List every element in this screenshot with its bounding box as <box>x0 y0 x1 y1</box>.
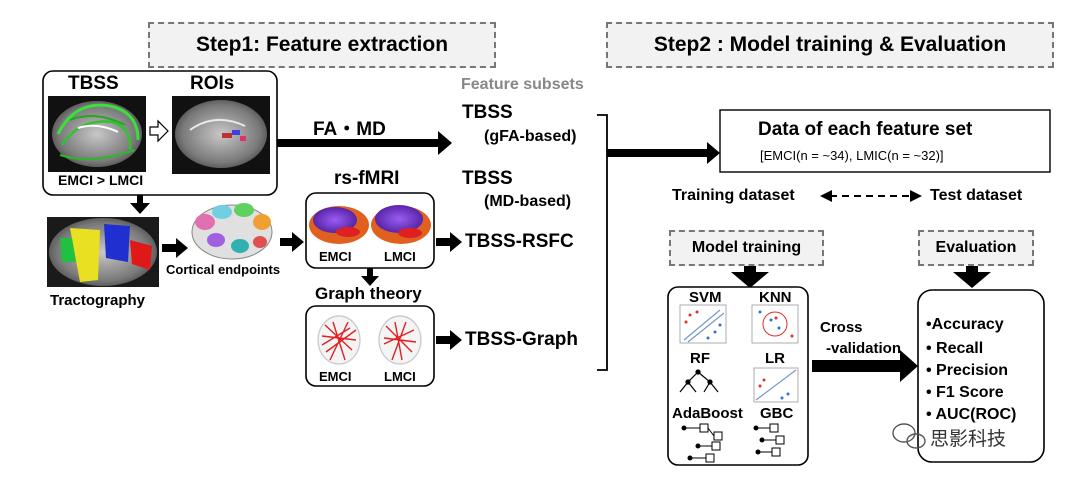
feature-gfa-main: TBSS <box>462 102 513 123</box>
tbss-image <box>48 96 146 172</box>
arrow-bracket-data <box>607 142 720 164</box>
cross-label-1: Cross <box>820 319 863 336</box>
evaluation-label: Evaluation <box>935 239 1017 256</box>
open-arrow <box>149 119 169 143</box>
rsfmri-brain-lmci <box>371 205 431 244</box>
metric-f1: • F1 Score <box>926 384 1004 401</box>
cortical-label: Cortical endpoints <box>166 262 281 277</box>
watermark-text: 思影科技 <box>930 428 1007 450</box>
knn-plot <box>751 304 799 344</box>
wechat-icon <box>892 423 926 449</box>
model-knn: KNN <box>759 289 792 306</box>
step1-title: Step1: Feature extraction <box>195 33 449 56</box>
test-dataset-label: Test dataset <box>930 187 1023 204</box>
fa-md-label: FA・MD <box>313 119 386 140</box>
metric-recall: • Recall <box>926 340 984 357</box>
model-lr: LR <box>765 350 785 367</box>
metric-auc: • AUC(ROC) <box>926 406 1017 423</box>
model-rf: RF <box>690 350 710 367</box>
arrow-down-tract <box>130 195 150 214</box>
model-adaboost: AdaBoost <box>672 405 743 422</box>
tbss-label: TBSS <box>68 73 119 94</box>
step2-header: Step2 : Model training & Evaluation <box>606 22 1054 68</box>
svm-plot <box>679 304 727 344</box>
model-training-label: Model training <box>691 239 802 256</box>
feature-subsets-title: Feature subsets <box>461 76 584 93</box>
arrow-graph-tbssgraph <box>436 330 462 350</box>
gbc-chain <box>753 423 785 457</box>
feature-rsfc: TBSS-RSFC <box>465 231 574 252</box>
rsfmri-title: rs-fMRI <box>334 168 400 189</box>
rsfmri-lmci-label: LMCI <box>384 249 416 264</box>
rois-image <box>172 96 270 174</box>
arrow-fa-md <box>277 131 452 155</box>
arrow-rsfmri-rsfc <box>436 232 462 252</box>
training-dataset-label: Training dataset <box>672 187 795 204</box>
model-gbc: GBC <box>760 405 794 422</box>
data-box-title: Data of each feature set <box>758 119 973 140</box>
data-box-subtitle: [EMCI(n = ~34), LMIC(n = ~32)] <box>760 148 944 163</box>
metric-accuracy: •Accuracy <box>926 316 1004 333</box>
model-svm: SVM <box>689 289 722 306</box>
graph-lmci-label: LMCI <box>384 369 416 384</box>
graph-brain-emci <box>317 315 361 365</box>
rsfmri-emci-label: EMCI <box>319 249 352 264</box>
adaboost-chain <box>681 423 723 463</box>
feature-gfa-sub: (gFA-based) <box>484 128 577 145</box>
cortical-brain <box>191 203 273 260</box>
rsfmri-brain-emci <box>309 206 369 244</box>
feature-bracket <box>597 114 608 371</box>
tractography-image <box>47 217 159 287</box>
split-arrow-left <box>820 190 832 202</box>
step2-title: Step2 : Model training & Evaluation <box>653 33 1007 56</box>
graph-emci-label: EMCI <box>319 369 352 384</box>
step1-header: Step1: Feature extraction <box>148 22 496 68</box>
graph-brain-lmci <box>378 315 422 365</box>
arrow-cross-validation <box>812 350 918 382</box>
metrics-box <box>917 289 1045 463</box>
feature-md-main: TBSS <box>462 168 513 189</box>
rf-tree <box>679 369 719 393</box>
feature-md-sub: (MD-based) <box>484 193 572 210</box>
tractography-label: Tractography <box>50 292 146 309</box>
cross-label-2: -validation <box>826 340 902 357</box>
split-arrow-right <box>910 190 922 202</box>
arrow-model-down <box>731 265 769 288</box>
evaluation-box: Evaluation <box>918 230 1034 266</box>
graph-title: Graph theory <box>315 284 422 303</box>
contrast-label: EMCI > LMCI <box>58 172 144 188</box>
lr-plot <box>753 367 799 403</box>
model-training-box: Model training <box>669 230 824 266</box>
feature-graph: TBSS-Graph <box>465 329 578 350</box>
arrow-rsfmri-graph <box>361 268 379 286</box>
arrow-cortical-rsfmri <box>280 232 304 252</box>
arrow-tract-cortical <box>162 238 188 258</box>
metric-precision: • Precision <box>926 362 1009 379</box>
arrow-eval-down <box>953 265 991 288</box>
rois-label: ROIs <box>190 73 235 94</box>
data-box <box>719 109 1051 173</box>
